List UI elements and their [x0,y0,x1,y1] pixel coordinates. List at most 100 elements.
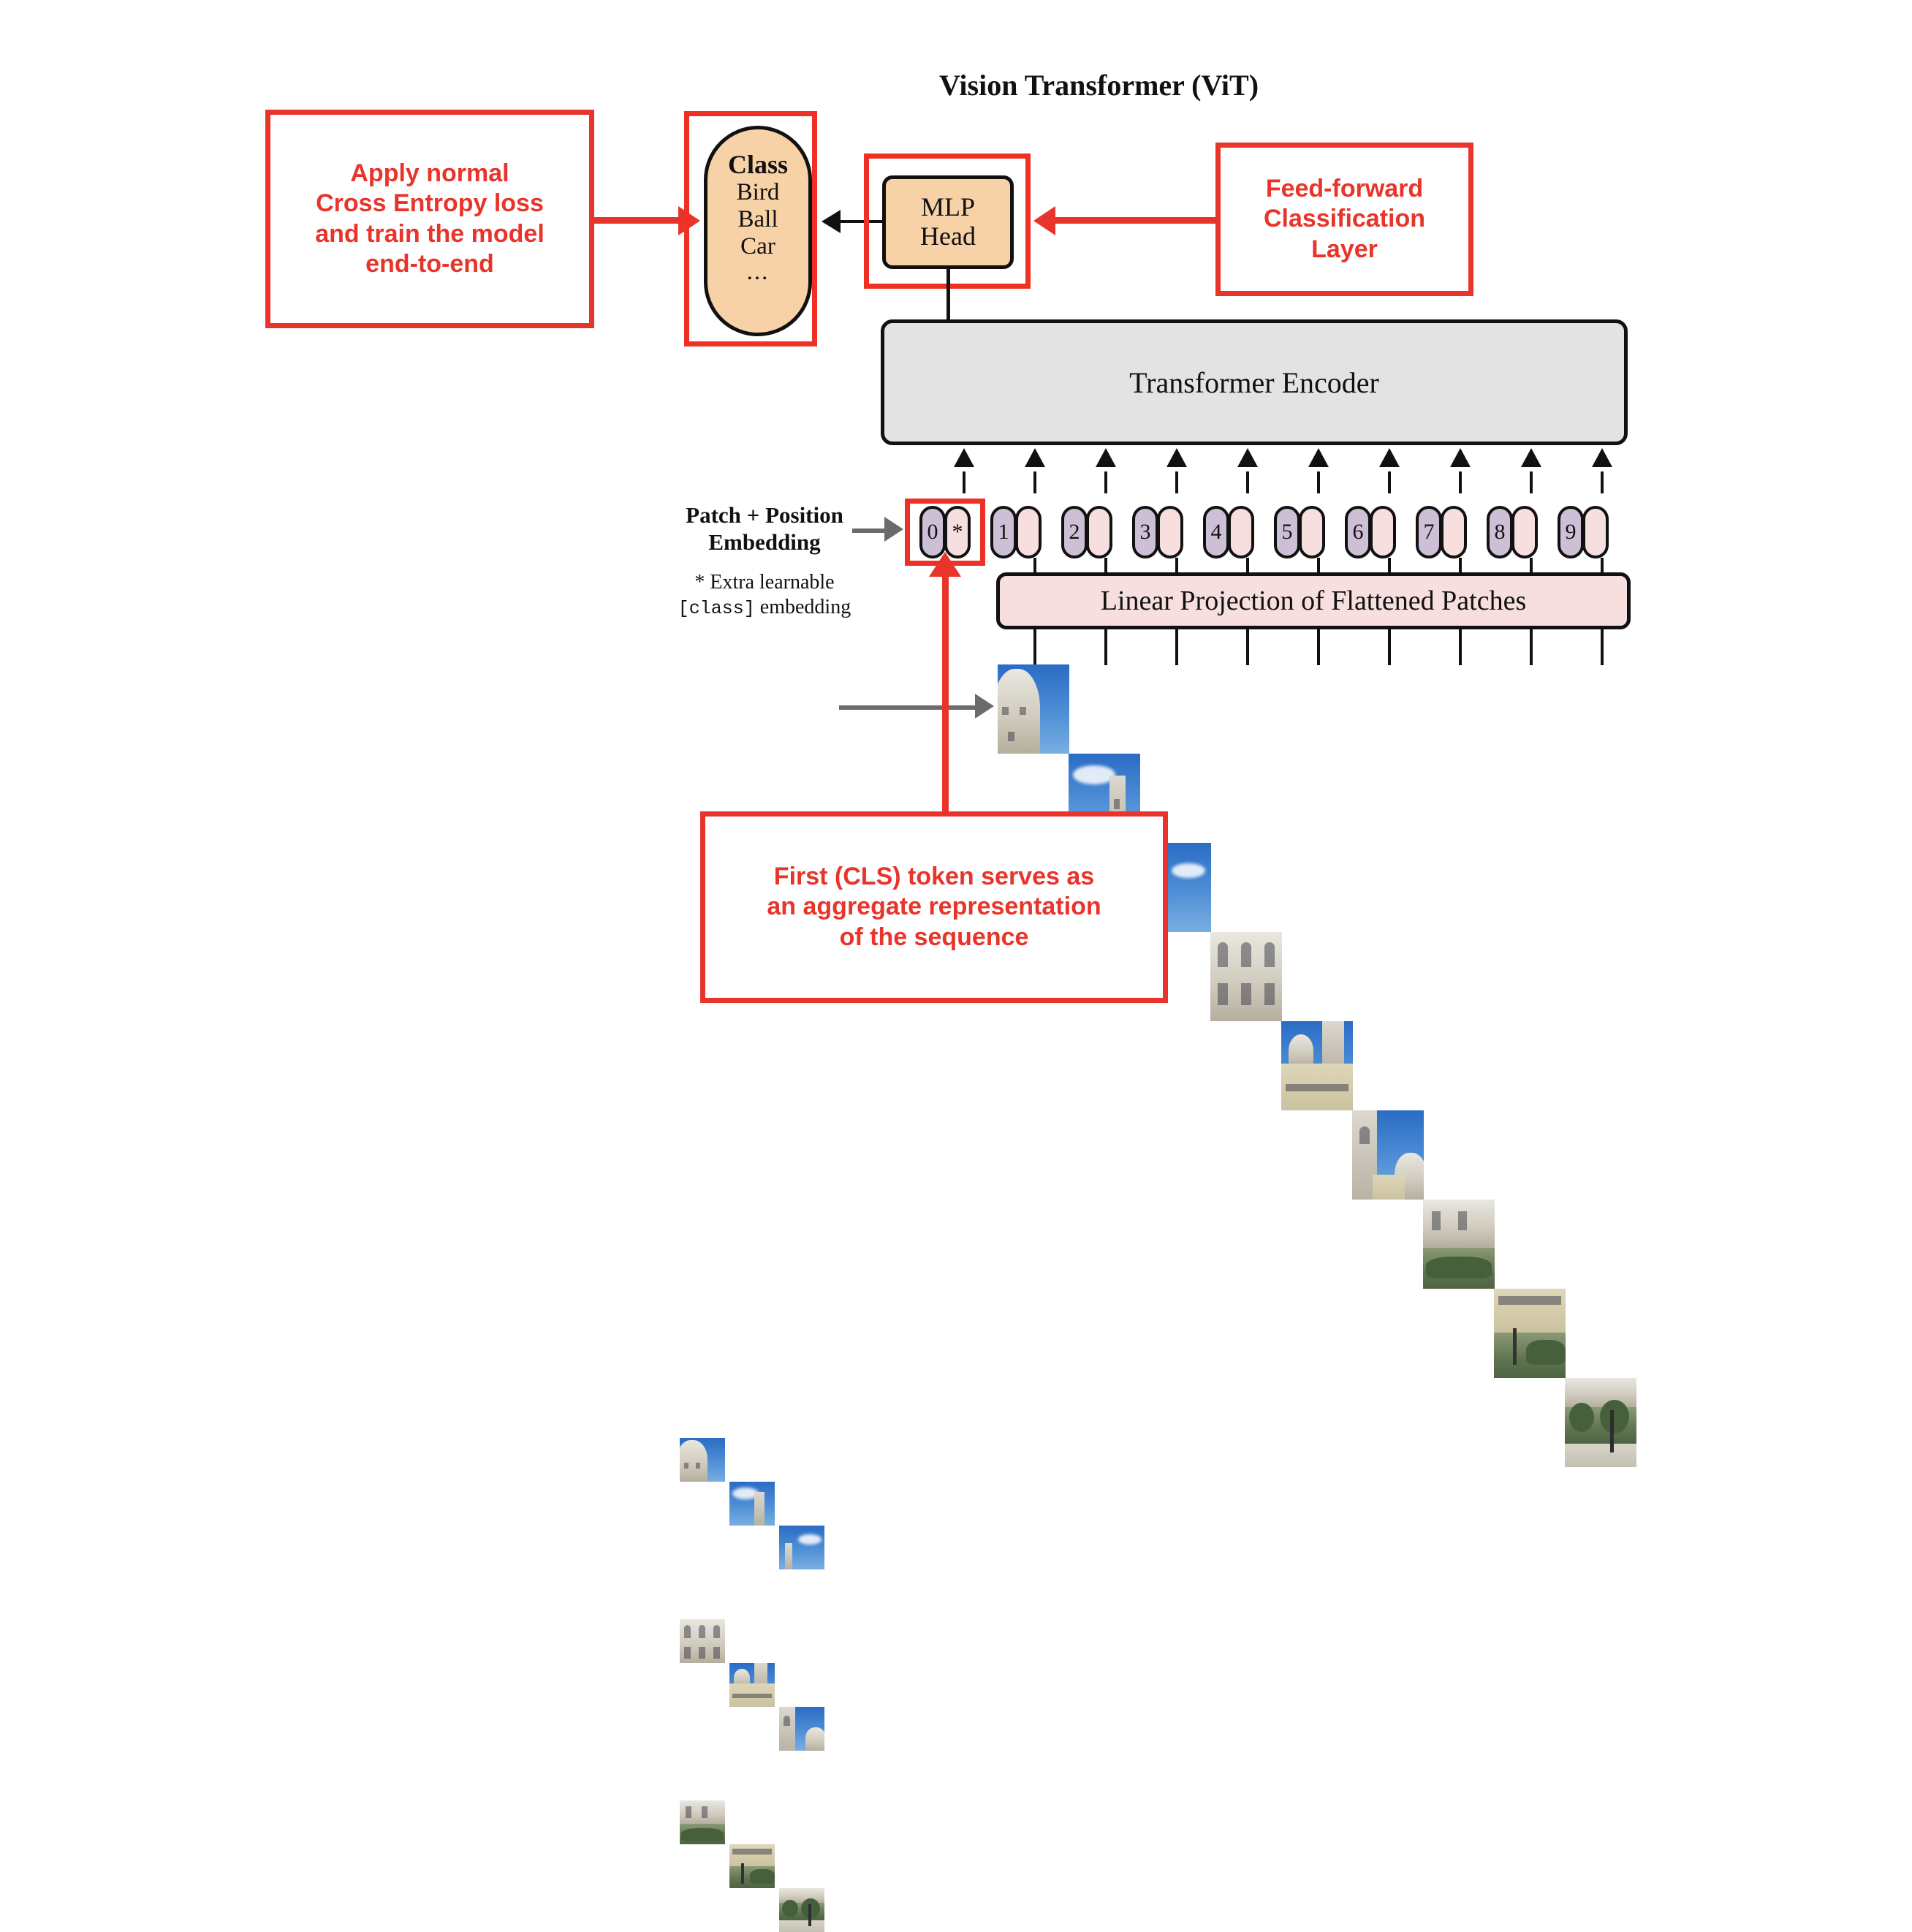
grid-3-3-lamp [808,1904,811,1926]
token-4-position: 4 [1203,506,1229,558]
patch-4-window-a [1218,942,1228,967]
token-3: 3 [1132,506,1183,558]
patch-9-tree-b [1600,1400,1629,1433]
mlp-head-line-1: MLP [920,192,976,222]
connector-linproj-to-patch-8 [1530,627,1533,665]
token-0-embedding: * [944,506,971,558]
token-arrow-line-2 [1104,471,1107,493]
extra-learnable-line-1: * Extra learnable [648,570,881,595]
token-2-position: 2 [1061,506,1088,558]
patch-image-6 [1352,1110,1424,1200]
source-grid-cell-1-1 [680,1438,725,1482]
token-arrow-head-2 [1096,448,1116,467]
token-1-position: 1 [990,506,1017,558]
annotation-cls-text: First (CLS) token serves as an aggregate… [767,862,1101,952]
mlp-head-label: MLP Head [920,193,976,251]
token-4: 4 [1203,506,1254,558]
token-4-embedding [1228,506,1254,558]
grid-3-2-building [729,1844,775,1866]
grid-3-1-window-b [702,1806,707,1818]
grid-2-1-window-b [699,1625,705,1638]
annotation-ff-line-3: Layer [1311,235,1378,263]
grid-2-1-window-d [684,1647,691,1659]
patch-1-window-a [1002,707,1009,715]
token-arrow-head-7 [1450,448,1471,467]
token-arrow-line-4 [1246,471,1249,493]
token-0-position: 0 [919,506,946,558]
grid-1-3-spire [785,1543,792,1569]
annotation-cls-line-2: an aggregate representation [767,893,1101,921]
grid-3-3-path [779,1920,824,1932]
token-arrow-head-9 [1592,448,1612,467]
source-grid-cell-1-3 [779,1526,824,1569]
token-3-position: 3 [1132,506,1158,558]
mlp-head-box: MLP Head [882,175,1014,269]
extra-learnable-star: * [694,571,705,594]
token-8: 8 [1487,506,1538,558]
arrow-mlp-to-class-line [841,220,921,223]
connector-linproj-to-patch-5 [1317,627,1320,665]
class-item-ball: Ball [737,205,778,232]
patch-4-window-f [1264,983,1275,1005]
token-arrow-line-6 [1388,471,1391,493]
patch-9-building [1565,1378,1636,1407]
patch-8-hedge [1526,1340,1566,1365]
grid-1-1-window-b [696,1463,700,1469]
token-0: 0 * [919,506,971,558]
grid-2-2-window-row [732,1694,772,1698]
annotation-loss-box: Apply normal Cross Entropy loss and trai… [265,110,594,328]
connector-linproj-to-patch-3 [1175,627,1178,665]
class-heading: Class [727,150,789,179]
patch-2-cloud [1073,765,1115,784]
token-5: 5 [1274,506,1325,558]
grid-1-1-dome [680,1440,707,1482]
grid-3-1-window [686,1806,691,1818]
connector-linproj-to-patch-4 [1246,627,1249,665]
transformer-encoder-box: Transformer Encoder [881,319,1628,445]
token-6-position: 6 [1345,506,1371,558]
token-9: 9 [1558,506,1609,558]
patch-image-8 [1494,1289,1566,1378]
token-2: 2 [1061,506,1112,558]
token-arrow-line-8 [1530,471,1533,493]
annotation-feedforward-box: Feed-forward Classification Layer [1215,143,1473,296]
arrow-cls-to-token-head [929,552,961,577]
annotation-ff-line-1: Feed-forward [1265,174,1424,202]
class-output-capsule: Class Bird Ball Car ... [704,126,812,336]
patch-4-window-c [1264,942,1275,967]
patch-5-window-row [1286,1084,1348,1091]
grid-1-3-cloud [798,1534,822,1545]
token-8-position: 8 [1487,506,1513,558]
patch-image-5 [1281,1021,1353,1110]
patch-9-tree-a [1569,1403,1594,1432]
grid-2-1-window-c [713,1625,720,1638]
grid-3-2-lamp [741,1863,744,1884]
token-7-embedding [1441,506,1467,558]
connector-linproj-to-patch-6 [1388,627,1391,665]
token-5-embedding [1299,506,1325,558]
token-9-position: 9 [1558,506,1584,558]
token-arrow-line-9 [1601,471,1604,493]
patch-image-1 [998,664,1069,754]
annotation-cls-line-3: of the sequence [839,923,1029,951]
token-arrow-head-0 [954,448,974,467]
token-6: 6 [1345,506,1396,558]
source-grid-cell-3-1 [680,1800,725,1844]
token-6-embedding [1370,506,1396,558]
annotation-loss-line-4: end-to-end [365,249,494,278]
arrow-embedding-to-tokens-head [884,517,903,542]
token-5-position: 5 [1274,506,1300,558]
token-arrow-head-4 [1237,448,1258,467]
patch-4-window-d [1218,983,1228,1005]
extra-learnable-text: Extra learnable [710,571,835,594]
patch-7-window-a [1432,1211,1441,1230]
embedding-label-line-2: Embedding [708,529,821,555]
patch-4-window-b [1241,942,1251,967]
patch-6-wing [1373,1175,1405,1200]
grid-1-1-window [684,1463,688,1469]
grid-2-3-dome [805,1727,824,1751]
source-grid-cell-1-2 [729,1482,775,1526]
encoder-label: Transformer Encoder [1129,365,1379,399]
patch-9-lamp-post [1610,1410,1614,1452]
grid-2-1-window-e [699,1647,705,1659]
